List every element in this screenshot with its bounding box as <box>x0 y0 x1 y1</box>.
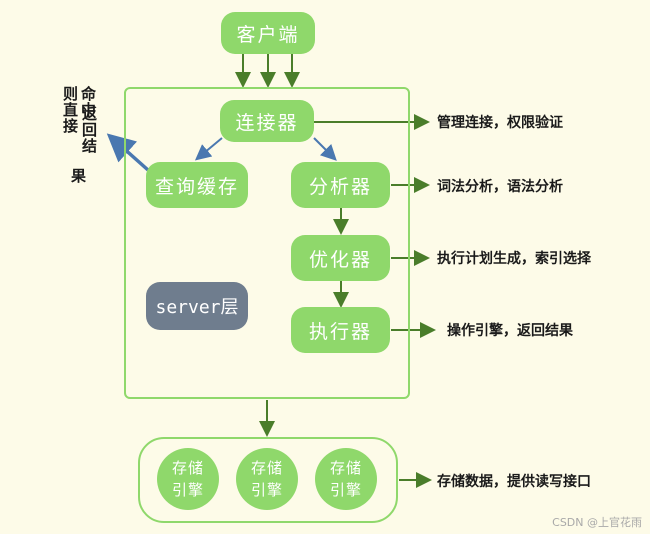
executor-box: 执行器 <box>291 307 390 353</box>
optimizer-note: 执行计划生成，索引选择 <box>437 251 591 267</box>
engine-note: 存储数据，提供读写接口 <box>437 474 591 490</box>
cache-hit-arrow <box>106 133 150 172</box>
executor-note: 操作引擎，返回结果 <box>447 323 573 339</box>
storage-engine-1: 存储 引擎 <box>157 448 219 510</box>
storage-engine-frame <box>138 437 398 523</box>
cache-hit-note-col2: 则直接 <box>61 86 79 134</box>
query-cache-box: 查询缓存 <box>146 162 248 208</box>
storage-engine-2: 存储 引擎 <box>236 448 298 510</box>
client-box: 客户端 <box>221 12 315 54</box>
analyzer-note: 词法分析，语法分析 <box>437 179 563 195</box>
connector-to-analyzer <box>313 137 337 161</box>
connector-box: 连接器 <box>220 100 314 142</box>
cache-hit-note-col3: 返回结 <box>80 106 98 154</box>
storage-engine-3: 存储 引擎 <box>315 448 377 510</box>
watermark: CSDN @上官花雨 <box>552 516 642 529</box>
cache-hit-note-col1: 命中 <box>79 86 97 118</box>
cache-hit-note-col4: 果 <box>69 168 87 184</box>
optimizer-box: 优化器 <box>291 235 390 281</box>
analyzer-box: 分析器 <box>291 162 390 208</box>
connector-note: 管理连接，权限验证 <box>437 115 563 131</box>
server-layer-label: server层 <box>146 282 248 330</box>
server-layer-frame <box>124 87 410 399</box>
connector-to-cache <box>194 137 223 161</box>
